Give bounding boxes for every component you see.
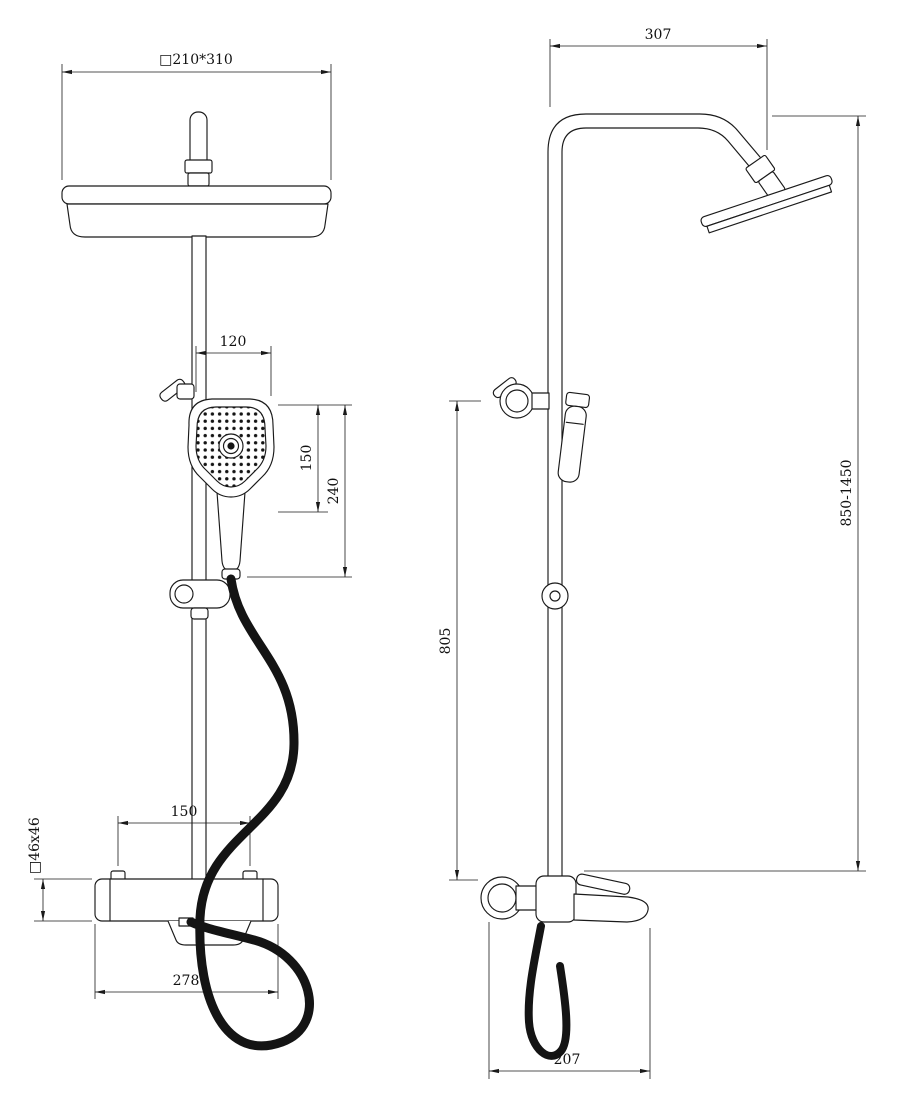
handset-emblem-center [227, 442, 235, 450]
dim-label-head-size: □210*310 [159, 52, 233, 68]
shower-arm-front [184, 111, 213, 193]
holder-arm [531, 392, 550, 410]
shower-hose-side [524, 922, 571, 1060]
holder-flange-inner [505, 389, 529, 413]
slider-lower-nut [190, 607, 209, 620]
dim-label-arm-reach: 307 [645, 27, 672, 43]
rain-shower-head-side [700, 175, 833, 234]
arm-flange [187, 172, 210, 187]
dim-label-handle-spacing: 150 [171, 804, 198, 820]
dim-label-spout-reach: 207 [554, 1052, 581, 1068]
dim-head-size: □210*310 [61, 52, 332, 180]
holder-clamp [176, 383, 195, 400]
head-spray-face [66, 203, 329, 238]
dim-handset-width: 120 [195, 334, 272, 396]
hand-shower-front [187, 398, 275, 580]
dim-label-valve-width: 278 [173, 973, 200, 989]
handset-handle [216, 491, 246, 572]
mixer-lever [575, 873, 631, 895]
rain-shower-head-front [61, 185, 332, 238]
mixer-body [94, 878, 279, 922]
dim-overall-height: 850-1450 [584, 115, 866, 872]
shower-hose-front [186, 574, 314, 1051]
dim-pipe-length: 805 [438, 400, 481, 881]
hand-shower-side [557, 391, 591, 483]
pipe-outer-line [547, 113, 761, 881]
pipe-inner-line [561, 127, 750, 881]
handset-holder-front [159, 378, 195, 402]
dim-arm-reach: 307 [549, 27, 768, 150]
arm-nut [184, 159, 213, 174]
handset-holder-side [492, 377, 550, 419]
riser-pipe-front [191, 235, 207, 883]
dim-valve-width: 278 [94, 924, 279, 999]
dim-handset-head: 150 [278, 404, 352, 513]
slider-knob-side [541, 582, 569, 610]
dim-handset-length: 240 [247, 405, 352, 578]
dim-handle-spacing: 150 [117, 804, 251, 866]
dim-label-handset-length: 240 [326, 478, 342, 505]
head-top-plate [61, 185, 332, 205]
dim-valve-section: □46x46 [27, 817, 92, 922]
handset-side-seam [565, 421, 584, 425]
mixer-flange-inner [487, 883, 517, 913]
mixer-spout-side [573, 893, 649, 923]
mixer-body-side [535, 875, 577, 923]
handset-side-nut [565, 391, 591, 409]
mixer-valve-front [94, 870, 279, 946]
riser-pipe-side [547, 113, 761, 881]
front-view: □210*310 120 150 240 [27, 52, 352, 1051]
mixer-valve-side [480, 873, 649, 923]
dim-label-overall-height: 850-1450 [839, 459, 855, 526]
dim-label-handset-width: 120 [220, 334, 247, 350]
side-view: 307 850-1450 805 207 [438, 27, 866, 1079]
slider-knob [174, 584, 194, 604]
slider-bracket-front [169, 579, 231, 620]
head-nozzles-side [706, 184, 833, 234]
dim-label-pipe-length: 805 [438, 628, 454, 655]
dim-label-handset-head: 150 [299, 445, 315, 472]
side-dimensions: 307 850-1450 805 207 [438, 27, 866, 1079]
handset-side-body [557, 405, 587, 483]
dim-spout-reach: 207 [488, 922, 651, 1079]
dim-label-valve-section: □46x46 [27, 817, 43, 874]
front-dimensions: □210*310 120 150 240 [27, 52, 352, 999]
slider-pin [549, 590, 561, 602]
